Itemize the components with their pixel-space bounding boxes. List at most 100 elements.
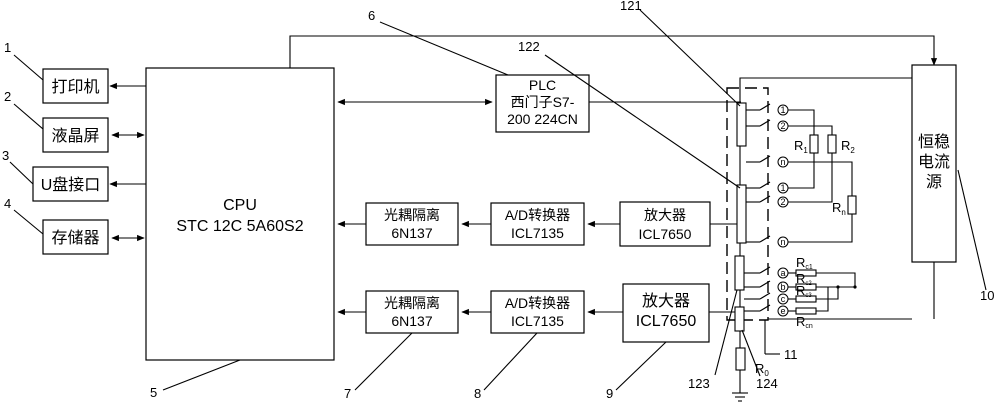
resistor-r2 <box>827 134 837 154</box>
relay-coil-123 <box>734 255 745 291</box>
adc2-model: ICL7135 <box>511 313 564 329</box>
amp-block-1: 放大器 ICL7650 <box>619 201 711 247</box>
r2-wire-bottom <box>788 153 833 203</box>
callout-11: 11 <box>784 347 798 362</box>
switch-blade <box>759 195 771 203</box>
callout-8: 8 <box>474 386 481 401</box>
current-source-line1: 恒稳 <box>918 133 950 151</box>
switch-blade <box>759 304 771 312</box>
leader-123 <box>714 289 738 376</box>
terminal-c: c <box>777 293 789 305</box>
rn-label: Rn <box>832 200 846 217</box>
terminal-2-top: 2 <box>777 120 789 132</box>
switch-blade <box>759 292 771 300</box>
cpu-title: CPU <box>223 197 257 214</box>
leader-5 <box>162 359 241 391</box>
lcd-block: 液晶屏 <box>42 117 109 153</box>
callout-123: 123 <box>688 376 710 391</box>
leader-4 <box>13 209 44 235</box>
amp-block-2: 放大器 ICL7650 <box>622 283 710 343</box>
terminal-a: a <box>777 267 789 279</box>
amp1-title: 放大器 <box>644 207 686 223</box>
terminal-1-mid: 1 <box>777 182 789 194</box>
rc-bus <box>816 287 829 312</box>
opto2-title: 光耦隔离 <box>384 295 440 311</box>
memory-block: 存储器 <box>42 219 109 255</box>
svg-text:1: 1 <box>780 183 785 193</box>
leader-6 <box>379 21 509 76</box>
switch-blade <box>759 266 771 274</box>
current-source-block: 恒稳 电流 源 <box>911 64 957 263</box>
callout-2: 2 <box>4 89 11 104</box>
rc-bus <box>816 287 839 300</box>
amp2-model: ICL7650 <box>636 313 697 330</box>
callout-6: 6 <box>368 8 375 23</box>
leader-122 <box>544 54 741 189</box>
cpu-model: STC 12C 5A60S2 <box>176 218 303 235</box>
current-source-line2: 电流 <box>918 153 950 171</box>
rc3-label: Rc3 <box>796 283 812 299</box>
callout-9: 9 <box>606 386 613 401</box>
r2-label: R2 <box>841 138 855 155</box>
adc2-title: A/D转换器 <box>505 295 570 311</box>
leader-7 <box>354 332 413 391</box>
adc1-title: A/D转换器 <box>505 207 570 223</box>
opto-block-2: 光耦隔离 6N137 <box>365 290 459 334</box>
resistor-r1 <box>809 134 819 154</box>
callout-1: 1 <box>4 40 11 55</box>
svg-text:c: c <box>781 294 786 304</box>
switch-blade <box>759 103 771 111</box>
callout-3: 3 <box>2 148 9 163</box>
plc-block: PLC 西门子S7- 200 224CN <box>495 74 590 133</box>
lcd-label: 液晶屏 <box>51 127 99 145</box>
opto2-model: 6N137 <box>391 313 432 329</box>
callout-10: 10 <box>980 288 994 303</box>
resistor-r0 <box>735 347 746 371</box>
adc1-model: ICL7135 <box>511 225 564 241</box>
svg-text:e: e <box>780 306 785 316</box>
leader-2 <box>13 103 44 130</box>
callout-122: 122 <box>518 39 540 54</box>
switch-blade <box>759 155 771 163</box>
svg-text:1: 1 <box>780 105 785 115</box>
leader-124 <box>741 329 761 377</box>
cpu-to-current-source-line <box>289 35 938 68</box>
plc-title: PLC <box>529 77 556 93</box>
r1-label: R1 <box>794 138 808 155</box>
svg-text:a: a <box>780 268 785 278</box>
usb-block: U盘接口 <box>32 166 109 202</box>
r1-wire-top <box>788 109 815 135</box>
callout-121: 121 <box>620 0 642 13</box>
callout-7: 7 <box>344 386 351 401</box>
junction-dot <box>836 285 840 289</box>
terminal-e: e <box>777 305 789 317</box>
terminal-b: b <box>777 281 789 293</box>
rc2-label: Rc2 <box>796 271 812 287</box>
amp2-title: 放大器 <box>642 292 690 310</box>
terminal-n-mid: n <box>777 236 789 248</box>
relay-coil-121 <box>736 102 747 147</box>
adc-block-2: A/D转换器 ICL7135 <box>490 290 585 334</box>
relay-switch-area: 1 2 n 1 2 n a b <box>726 77 912 402</box>
rc-bus-top <box>816 272 856 287</box>
svg-text:2: 2 <box>780 197 785 207</box>
leader-10 <box>957 169 987 291</box>
resistor-rn <box>847 195 857 215</box>
relay-coil-122 <box>736 184 747 244</box>
adc-block-1: A/D转换器 ICL7135 <box>490 202 585 246</box>
leader-1 <box>13 54 44 81</box>
leader-9 <box>615 341 667 391</box>
printer-block: 打印机 <box>42 68 109 104</box>
cpu-block: CPU STC 12C 5A60S2 <box>145 67 335 361</box>
callout-5: 5 <box>150 385 157 400</box>
opto-block-1: 光耦隔离 6N137 <box>365 202 459 246</box>
usb-label: U盘接口 <box>41 175 101 194</box>
rn-wire-bottom <box>788 214 853 243</box>
relay-dashed-enclosure <box>726 87 769 321</box>
amp1-model: ICL7650 <box>639 226 692 242</box>
switch-blade <box>759 235 771 243</box>
rn-wire-top <box>788 161 853 196</box>
callout-124: 124 <box>756 376 778 391</box>
rc1-label: Rc1 <box>796 255 813 271</box>
svg-text:2: 2 <box>780 121 785 131</box>
